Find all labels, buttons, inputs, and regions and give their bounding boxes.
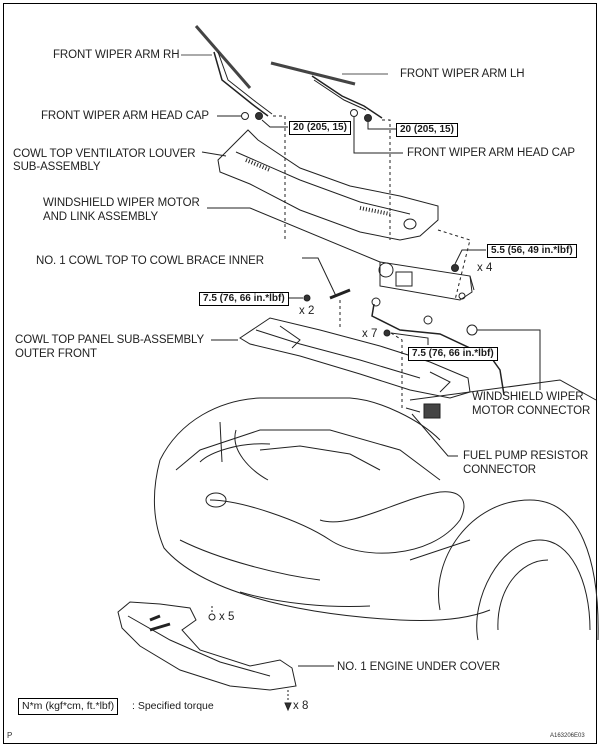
wiper-arm-lh-drawing (270, 61, 383, 119)
qty-cover-clips-bottom: x 8 (293, 700, 309, 712)
fuel-pump-connector-icon (423, 403, 441, 419)
label-louver-line1: COWL TOP VENTILATOR LOUVER (13, 148, 196, 160)
torque-motor: 5.5 (56, 49 in.*lbf) (487, 244, 577, 258)
cowl-louver-drawing (217, 129, 439, 241)
cover-clip-top-icon (208, 613, 216, 621)
wiper-arm-rh-drawing (194, 25, 273, 117)
vehicle-front-drawing (153, 379, 599, 641)
arm-nut-lh-icon (364, 114, 372, 122)
qty-cover-clips-top: x 5 (219, 611, 235, 623)
under-cover-drawing (117, 601, 297, 691)
label-head-cap-left: FRONT WIPER ARM HEAD CAP (41, 110, 209, 122)
torque-arm-rh: 20 (205, 15) (289, 121, 351, 135)
label-motor-connector-line2: MOTOR CONNECTOR (472, 405, 591, 417)
legend-description: : Specified torque (132, 700, 214, 712)
label-under-cover: NO. 1 ENGINE UNDER COVER (337, 661, 501, 673)
arm-nut-rh-icon (255, 112, 263, 120)
label-fuel-pump-line2: CONNECTOR (463, 464, 537, 476)
label-panel-line2: OUTER FRONT (15, 348, 97, 360)
qty-brace-bolts: x 2 (299, 305, 315, 317)
torque-panel: 7.5 (76, 66 in.*lbf) (408, 347, 498, 361)
label-motor-connector-line1: WINDSHIELD WIPER (472, 391, 584, 403)
figure-id: A163206E03 (550, 733, 585, 739)
label-brace: NO. 1 COWL TOP TO COWL BRACE INNER (36, 255, 264, 267)
panel-bolt-icon (383, 329, 391, 337)
qty-motor-bolts: x 4 (477, 262, 493, 274)
label-fuel-pump-line1: FUEL PUMP RESISTOR (463, 450, 589, 462)
label-wiper-arm-lh: FRONT WIPER ARM LH (400, 68, 525, 80)
diagram-frame (3, 3, 597, 744)
wiper-motor-drawing (378, 261, 475, 301)
legend-torque-unit: N*m (kgf*cm, ft.*lbf) (18, 698, 119, 715)
label-motor-line2: AND LINK ASSEMBLY (43, 211, 159, 223)
cover-clip-bottom-icon (284, 702, 292, 712)
label-panel-line1: COWL TOP PANEL SUB-ASSEMBLY (15, 334, 205, 346)
page-mark: P (7, 731, 13, 740)
head-cap-right-icon (350, 109, 358, 117)
motor-bolt-icon (451, 264, 459, 272)
label-louver-line2: SUB-ASSEMBLY (13, 161, 101, 173)
head-cap-left-icon (241, 112, 249, 120)
brace-bolt-icon (303, 294, 311, 302)
label-wiper-arm-rh: FRONT WIPER ARM RH (53, 49, 180, 61)
qty-panel-bolts: x 7 (362, 328, 378, 340)
label-head-cap-right: FRONT WIPER ARM HEAD CAP (407, 147, 575, 159)
torque-brace: 7.5 (76, 66 in.*lbf) (199, 292, 289, 306)
label-motor-line1: WINDSHIELD WIPER MOTOR (43, 197, 200, 209)
torque-arm-lh: 20 (205, 15) (396, 123, 458, 137)
